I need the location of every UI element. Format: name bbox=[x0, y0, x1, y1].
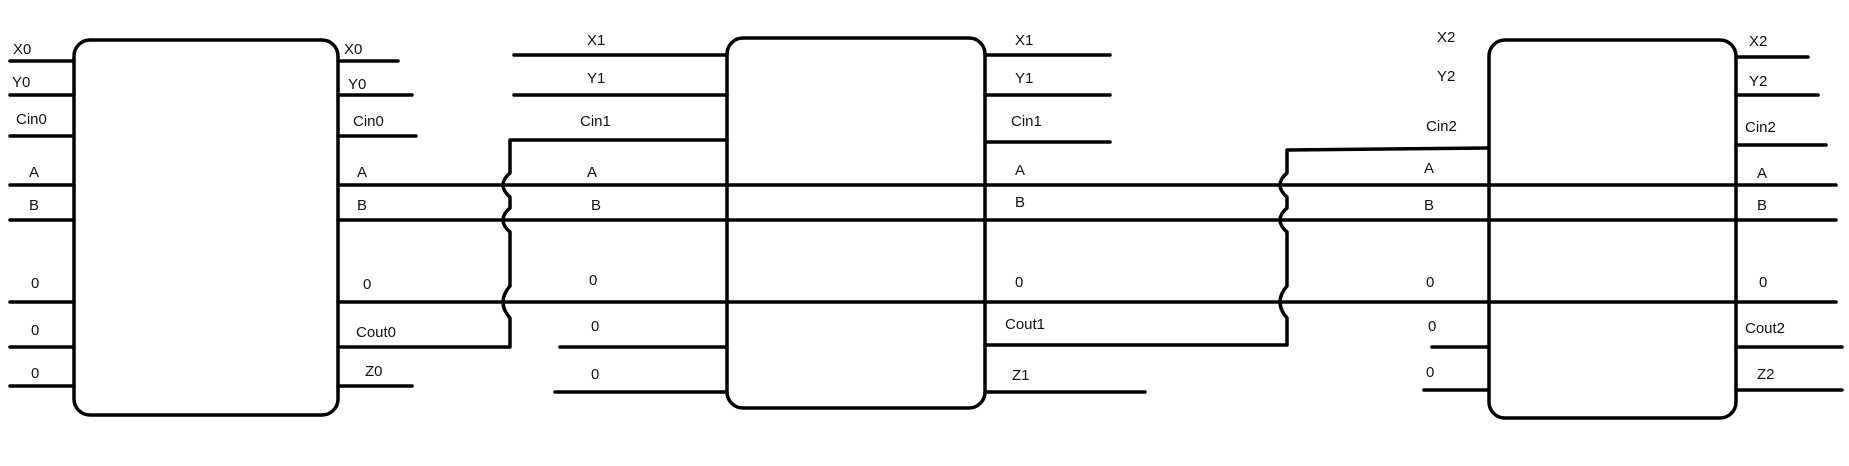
block-1-out-label: A bbox=[1015, 162, 1026, 179]
block-0-in-label: A bbox=[29, 164, 40, 181]
block-0-out-label: Z0 bbox=[365, 363, 383, 380]
block-2-in-label: 0 bbox=[1428, 318, 1437, 335]
block-1-in-label: 0 bbox=[589, 272, 598, 289]
block-0-in-label: X0 bbox=[13, 41, 32, 58]
block-1-in-label: 0 bbox=[591, 366, 600, 383]
block-1-out-label: Cin1 bbox=[1011, 113, 1042, 130]
block-2-out-label: X2 bbox=[1749, 33, 1768, 50]
block-2-in-label: A bbox=[1424, 160, 1435, 177]
block-1-out-label: Z1 bbox=[1012, 367, 1030, 384]
block-2-out-label: Cout2 bbox=[1745, 320, 1786, 337]
block-2-output-lines bbox=[1734, 55, 1844, 392]
block-2-in-label: X2 bbox=[1437, 29, 1456, 46]
block-1-out-label: B bbox=[1015, 194, 1026, 211]
block-0-out-label: 0 bbox=[363, 276, 372, 293]
block-0-out-label: B bbox=[357, 197, 368, 214]
block-0-output-lines bbox=[336, 59, 418, 388]
block-2-out-label: Y2 bbox=[1749, 73, 1768, 90]
block-0-in-label: B bbox=[29, 197, 40, 214]
block-1-out-label: Y1 bbox=[1015, 70, 1034, 87]
block-2-box bbox=[1487, 38, 1738, 420]
block-2-in-label: Y2 bbox=[1437, 68, 1456, 85]
block-1-out-label: 0 bbox=[1015, 274, 1024, 291]
block-1-box bbox=[725, 36, 987, 410]
block-2-out-label: B bbox=[1757, 197, 1768, 214]
block-1-in-label: X1 bbox=[587, 32, 606, 49]
carry-0-to-cin1-wire bbox=[336, 138, 729, 349]
block-0-in-label: 0 bbox=[31, 365, 40, 382]
block-2-input-lines bbox=[1422, 345, 1491, 392]
block-1-in-label: 0 bbox=[591, 318, 600, 335]
block-0-out-label: Cin0 bbox=[353, 113, 384, 130]
block-1-out-label: X1 bbox=[1015, 32, 1034, 49]
block-0-box bbox=[72, 38, 340, 417]
block-0-out-label: Cout0 bbox=[356, 324, 397, 341]
block-1-in-label: Y1 bbox=[587, 70, 606, 87]
block-1-out-label: Cout1 bbox=[1005, 316, 1046, 333]
block-0-out-label: X0 bbox=[344, 41, 363, 58]
carry-1-to-cin2-wire bbox=[983, 146, 1491, 347]
block-0-input-lines bbox=[8, 59, 76, 388]
block-2-out-label: A bbox=[1757, 165, 1768, 182]
block-0-out-label: A bbox=[357, 164, 368, 181]
block-1-input-lines bbox=[512, 53, 729, 394]
block-1-in-label: Cin1 bbox=[580, 113, 611, 130]
block-2-in-label: 0 bbox=[1426, 274, 1435, 291]
block-0-out-label: Y0 bbox=[348, 76, 367, 93]
block-0-in-label: 0 bbox=[31, 322, 40, 339]
block-2-out-label: Z2 bbox=[1757, 366, 1775, 383]
block-2-in-label: B bbox=[1424, 197, 1435, 214]
block-2-out-label: Cin2 bbox=[1745, 119, 1776, 136]
block-2-out-label: 0 bbox=[1759, 274, 1768, 291]
block-0-in-label: Cin0 bbox=[16, 111, 47, 128]
block-0-in-label: 0 bbox=[31, 275, 40, 292]
block-1-in-label: B bbox=[591, 197, 602, 214]
block-2-in-label: 0 bbox=[1426, 364, 1435, 381]
block-1-output-lines bbox=[983, 53, 1147, 394]
block-2-in-label: Cin2 bbox=[1426, 118, 1457, 135]
block-1-in-label: A bbox=[587, 164, 598, 181]
block-0-in-label: Y0 bbox=[12, 74, 31, 91]
